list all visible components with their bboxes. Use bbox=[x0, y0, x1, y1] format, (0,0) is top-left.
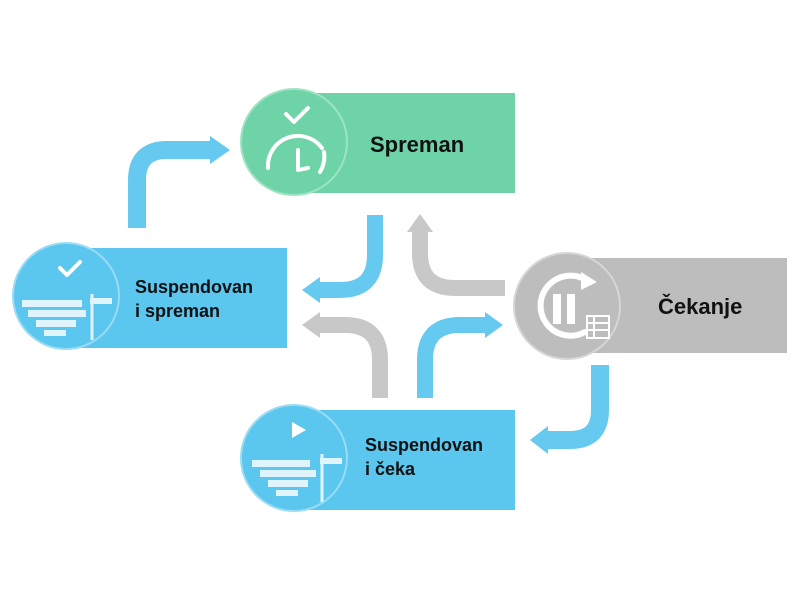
state-suspended-ready-icon-circle bbox=[12, 242, 120, 350]
play-gantt-icon bbox=[252, 422, 342, 502]
state-waiting-label: Čekanje bbox=[658, 294, 743, 319]
arrow-suspended-ready-to-ready bbox=[128, 136, 230, 228]
arrow-waiting-to-suspended-ready bbox=[302, 312, 388, 398]
arrow-suspended-waiting-to-waiting bbox=[417, 312, 503, 398]
state-ready-label: Spreman bbox=[370, 132, 465, 157]
state-suspended-waiting-icon-circle bbox=[240, 404, 348, 512]
state-ready-icon-circle bbox=[240, 88, 348, 196]
state-waiting-icon-circle bbox=[513, 252, 621, 360]
arrow-waiting-to-suspended-waiting bbox=[530, 365, 609, 454]
pause-cycle-icon bbox=[537, 272, 610, 339]
arrow-ready-to-suspended-ready bbox=[302, 215, 383, 303]
check-gantt-icon bbox=[22, 260, 112, 340]
state-suspended-waiting-label: Suspendovan i čeka bbox=[365, 435, 484, 480]
arrow-waiting-to-ready bbox=[407, 214, 505, 296]
check-clock-icon bbox=[265, 106, 327, 174]
state-suspended-ready-label: Suspendovan i spreman bbox=[135, 277, 254, 322]
